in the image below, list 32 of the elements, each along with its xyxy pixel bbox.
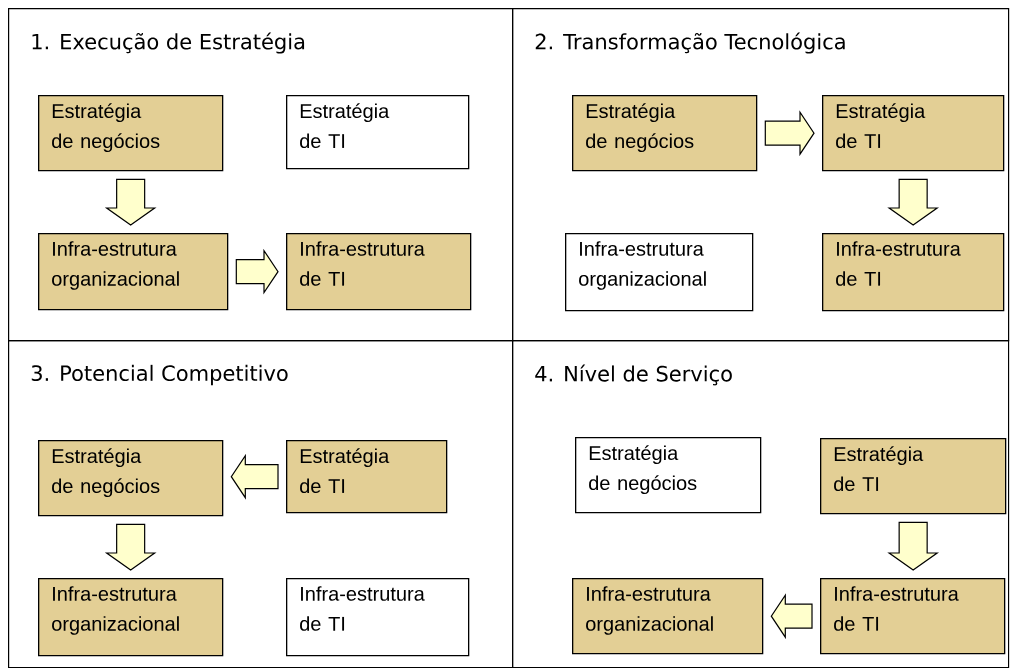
- block-arrow: [764, 110, 815, 157]
- process-box: Infra-estrutura de TI: [286, 233, 472, 311]
- block-arrow: [104, 178, 157, 226]
- process-box: Infra-estrutura de TI: [820, 578, 1006, 655]
- panel: [512, 340, 1010, 668]
- process-box: Infra-estrutura organizacional: [572, 578, 764, 655]
- block-arrow: [770, 593, 813, 640]
- process-box: Estratégia de TI: [286, 440, 448, 514]
- panel: [8, 340, 514, 668]
- panel-title: 4. Nível de Serviço: [535, 364, 732, 386]
- process-box: Estratégia de TI: [286, 95, 470, 170]
- process-box: Estratégia de negócios: [575, 437, 762, 514]
- process-box: Estratégia de TI: [822, 95, 1005, 172]
- process-box: Infra-estrutura de TI: [286, 578, 470, 657]
- block-arrow: [104, 523, 157, 571]
- block-arrow: [230, 453, 279, 500]
- process-box: Infra-estrutura organizacional: [38, 233, 229, 311]
- panel: [8, 8, 514, 342]
- process-box: Estratégia de negócios: [572, 95, 758, 172]
- block-arrow: [887, 521, 940, 571]
- block-arrow: [235, 248, 279, 295]
- panel-title: 2. Transformação Tecnológica: [535, 32, 845, 54]
- process-box: Estratégia de TI: [820, 438, 1007, 515]
- process-box: Estratégia de negócios: [38, 440, 224, 517]
- panel: [512, 8, 1010, 342]
- panel-title: 3. Potencial Competitivo: [31, 364, 288, 386]
- process-box: Infra-estrutura organizacional: [565, 233, 754, 312]
- block-arrow: [887, 178, 940, 226]
- process-box: Estratégia de negócios: [38, 95, 224, 172]
- panel-title: 1. Execução de Estratégia: [32, 32, 305, 54]
- process-box: Infra-estrutura de TI: [822, 233, 1005, 312]
- process-box: Infra-estrutura organizacional: [38, 578, 224, 657]
